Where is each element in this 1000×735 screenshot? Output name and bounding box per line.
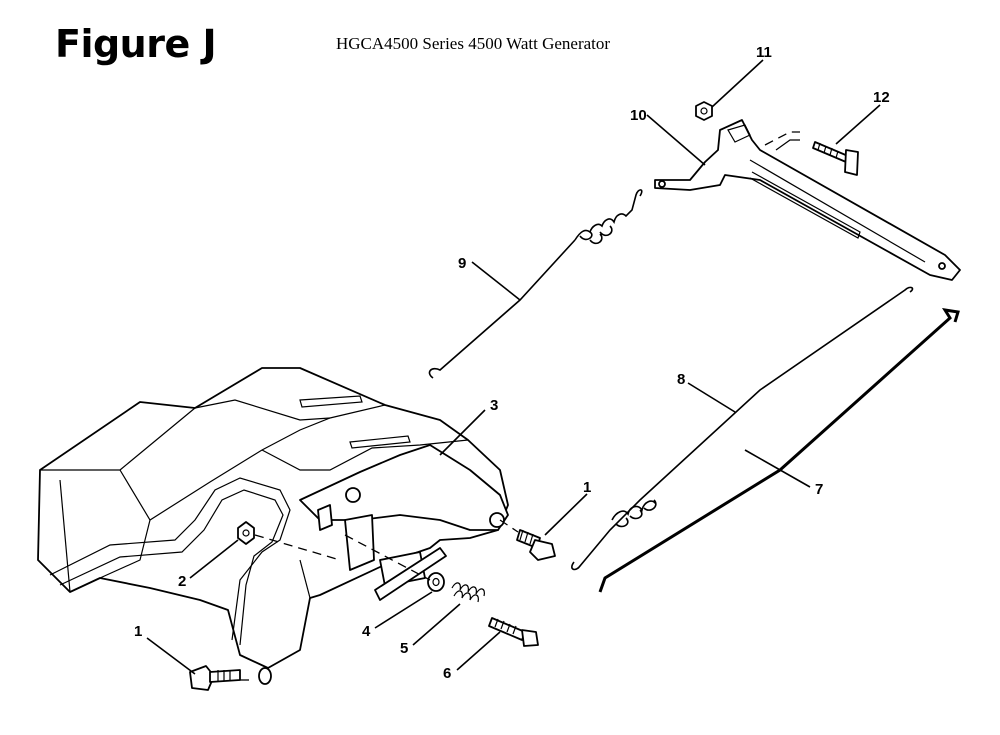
throttle-lever-part-10	[654, 119, 961, 281]
callout-6: 6	[443, 665, 451, 682]
callout-5: 5	[400, 640, 408, 657]
spring-part-5	[451, 582, 485, 603]
throttle-rod-spring-part-8	[571, 286, 914, 571]
nut-part-11	[695, 101, 713, 121]
callout-1-left: 1	[134, 623, 142, 640]
nut-part-2	[237, 521, 255, 545]
callout-11: 11	[756, 44, 772, 61]
bolt-part-1-right	[516, 529, 556, 561]
callout-12: 12	[873, 89, 890, 106]
callout-8: 8	[677, 371, 685, 388]
callout-2: 2	[178, 573, 186, 590]
washer-part-4	[427, 572, 445, 592]
callout-labels: 1 1 2 3 4 5 6 7 8 9 10 11 12	[134, 44, 890, 682]
bolt-part-1-left	[189, 665, 241, 691]
screw-part-12	[764, 131, 859, 176]
assembly-lines	[240, 519, 519, 681]
choke-rod-part-7	[598, 308, 960, 593]
figure-subtitle: HGCA4500 Series 4500 Watt Generator	[336, 34, 611, 53]
callout-3: 3	[490, 397, 498, 414]
callout-1-right: 1	[583, 479, 591, 496]
screw-part-6	[488, 617, 539, 647]
leader-lines	[146, 59, 881, 675]
callout-7: 7	[815, 481, 823, 498]
callout-4: 4	[362, 623, 371, 640]
governor-spring-part-9	[428, 189, 643, 379]
control-bracket-part-3	[37, 367, 509, 685]
callout-10: 10	[630, 107, 647, 124]
figure-label: Figure J	[55, 22, 217, 66]
callout-9: 9	[458, 255, 466, 272]
